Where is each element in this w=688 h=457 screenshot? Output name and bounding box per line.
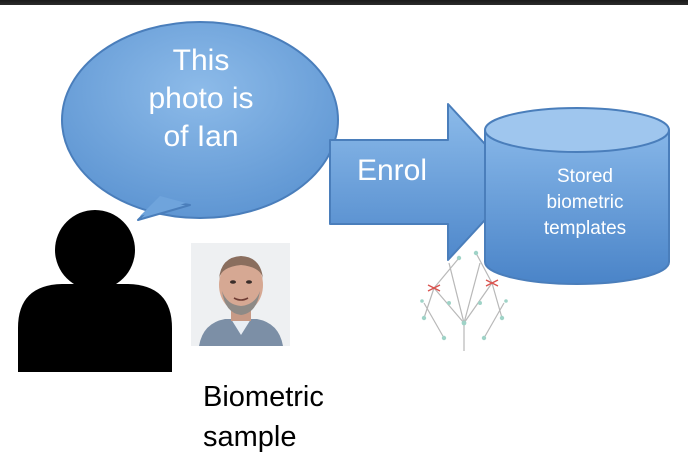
face-photo: [191, 243, 290, 346]
bubble-line: photo is: [148, 82, 254, 115]
bubble-line: This: [172, 44, 230, 77]
caption-line: sample: [203, 421, 297, 453]
face-photo-art: [191, 243, 290, 346]
enrol-label: Enrol: [356, 154, 428, 187]
template-network-icon: [420, 250, 508, 351]
caption-line: Biometric: [203, 381, 324, 413]
database-cylinder: [484, 107, 670, 285]
bubble-line: of Ian: [163, 120, 239, 153]
database-label-line: Stored: [557, 166, 613, 187]
speech-bubble: [61, 21, 339, 221]
database-label: Stored biometric templates: [500, 164, 670, 242]
top-bar: [0, 0, 688, 5]
database-label-line: templates: [543, 218, 627, 239]
biometric-sample-caption: Biometric sample: [203, 377, 324, 457]
database-label-line: biometric: [546, 192, 624, 213]
speech-bubble-text: This photo is of Ian: [118, 42, 284, 156]
person-icon: [18, 210, 172, 372]
biometric-template-graphic: [414, 243, 514, 355]
